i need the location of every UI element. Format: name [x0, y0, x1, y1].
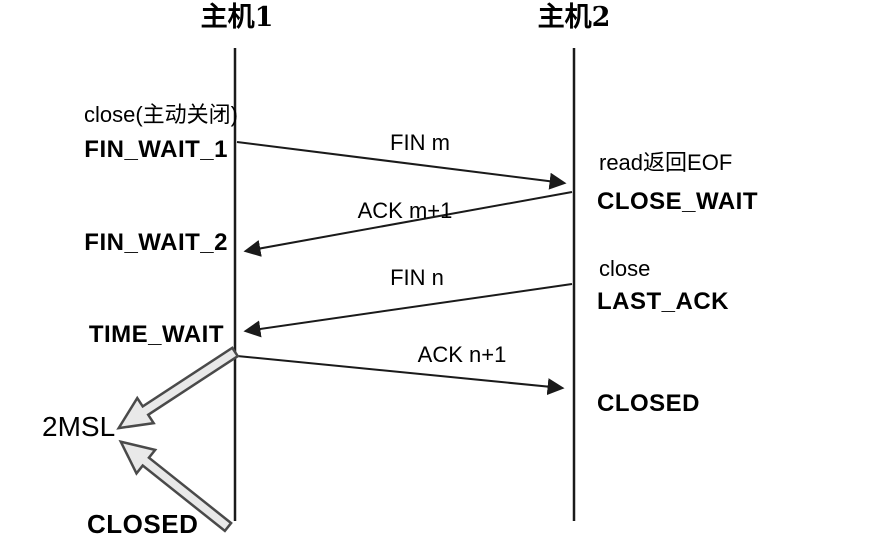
- host2-state-last-ack: LAST_ACK: [597, 288, 730, 315]
- host2-read-eof-label: read返回EOF: [599, 150, 733, 175]
- fin-m-label: FIN m: [390, 130, 450, 155]
- fin-n-label: FIN n: [390, 265, 444, 290]
- ack-m1-arrow: [243, 191, 573, 257]
- host1-state-time-wait: TIME_WAIT: [88, 321, 224, 348]
- closed-to-2msl-block-arrow: [118, 439, 233, 533]
- ack-n1-label: ACK n+1: [417, 342, 507, 367]
- host1-state-closed: CLOSED: [87, 509, 199, 539]
- host2-state-closed: CLOSED: [597, 390, 701, 417]
- fin-m-arrow: [236, 141, 567, 190]
- host2-close-action-label: close: [599, 256, 651, 281]
- host1-state-fin-wait-2: FIN_WAIT_2: [84, 229, 228, 256]
- time-wait-to-2msl-block-arrow: [116, 346, 240, 430]
- host1-state-fin-wait-1: FIN_WAIT_1: [84, 136, 228, 163]
- ack-n1-arrow: [236, 355, 565, 396]
- host1-close-action-label: close(主动关闭): [83, 102, 238, 127]
- host2-state-close-wait: CLOSE_WAIT: [597, 188, 759, 215]
- ack-m1-label: ACK m+1: [357, 198, 453, 223]
- fin-n-arrow: [243, 283, 573, 338]
- host2-title: 主机2: [537, 2, 611, 33]
- 2msl-label: 2MSL: [42, 411, 116, 442]
- host1-title: 主机1: [200, 2, 274, 33]
